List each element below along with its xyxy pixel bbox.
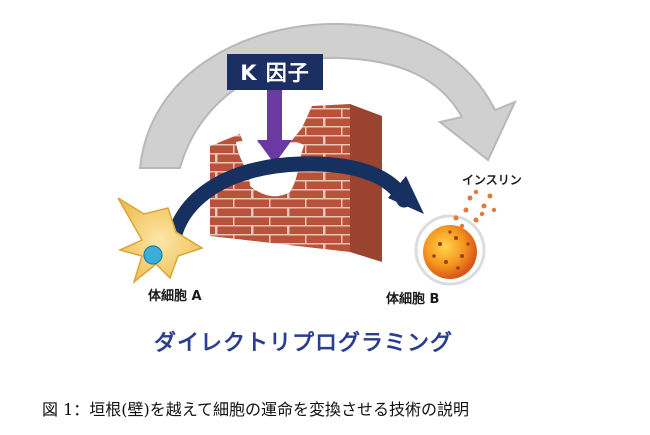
factor-arrow	[257, 90, 292, 164]
cell-b-label: 体細胞 B	[386, 292, 440, 307]
figure-caption: 図 1：垣根(壁)を越えて細胞の運命を変換させる技術の説明	[42, 400, 469, 419]
diagram-title: ダイレクトリプログラミング	[154, 331, 454, 356]
insulin-granules	[453, 189, 497, 229]
factor-label-box: K 因子	[227, 54, 323, 90]
brick-wall	[210, 104, 382, 262]
cell-a-label: 体細胞 A	[148, 289, 202, 304]
cell-a	[117, 197, 204, 285]
cell-b	[414, 214, 486, 286]
cell-a-nucleus	[143, 245, 163, 265]
factor-label: K 因子	[240, 61, 310, 85]
conversion-arrow	[164, 156, 424, 256]
insulin-label: インスリン	[462, 173, 522, 187]
